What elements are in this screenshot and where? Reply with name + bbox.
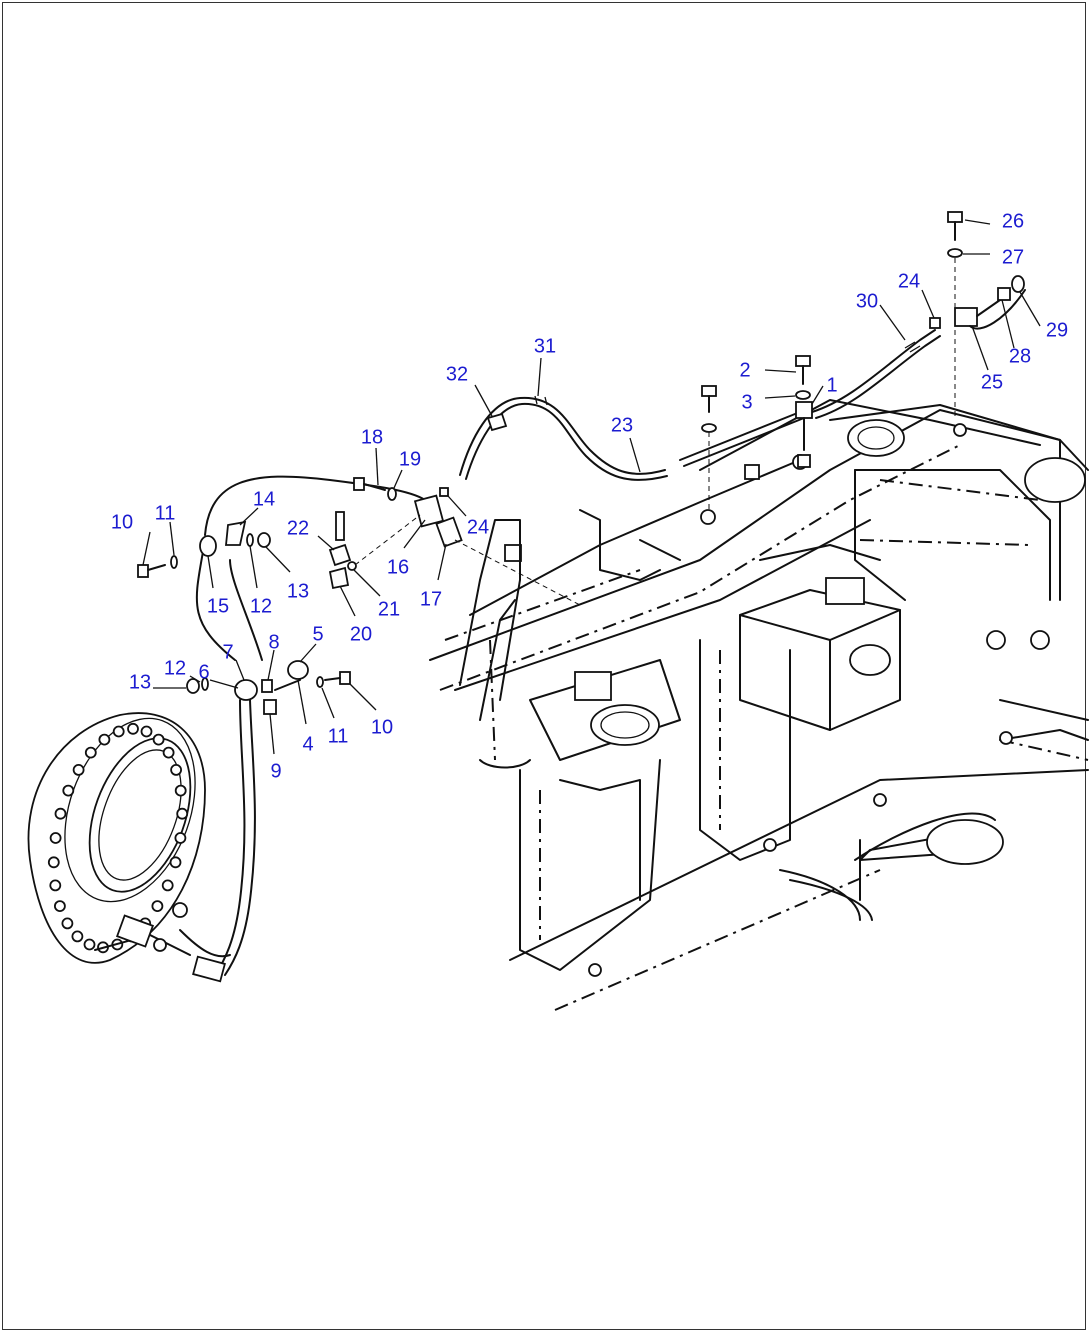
callout-9: 9 (270, 760, 281, 782)
disc-bolt (151, 900, 164, 912)
callout-32: 32 (446, 363, 468, 385)
callout-8: 8 (268, 631, 279, 653)
disc-bolt (83, 938, 96, 951)
callout-23: 23 (611, 414, 633, 436)
callout-24: 24 (898, 270, 920, 292)
callout-1: 1 (826, 374, 837, 396)
disc-bolt (72, 764, 85, 776)
disc-bolt (140, 725, 153, 738)
callout-5: 5 (312, 623, 323, 645)
brake-disc-assembly (27, 712, 226, 983)
hose-routing (179, 329, 941, 976)
callout-2: 2 (739, 359, 750, 381)
callout-20: 20 (350, 623, 372, 645)
disc-bolt (161, 879, 174, 892)
disc-bolt (176, 807, 189, 820)
disc-bolt (152, 733, 165, 746)
callout-10: 10 (371, 716, 393, 738)
callout-14: 14 (253, 488, 275, 510)
callout-26: 26 (1002, 210, 1024, 232)
disc-bolt (84, 746, 97, 759)
callout-11: 11 (155, 502, 176, 524)
callout-10: 10 (111, 511, 133, 533)
disc-bolt (49, 879, 62, 892)
callout-22: 22 (287, 517, 309, 539)
callout-31: 31 (534, 335, 556, 357)
disc-bolt (47, 856, 60, 869)
disc-bolt (54, 807, 67, 820)
disc-bolt (54, 900, 66, 912)
callout-19: 19 (399, 448, 421, 470)
callout-11: 11 (328, 725, 349, 747)
callout-4: 4 (302, 733, 313, 755)
disc-bolt-ring (47, 722, 189, 954)
callout-13: 13 (287, 580, 309, 602)
disc-bolt (170, 764, 183, 776)
callout-21: 21 (378, 598, 400, 620)
callout-18: 18 (361, 426, 383, 448)
callout-6: 6 (198, 661, 209, 683)
callout-28: 28 (1009, 345, 1031, 367)
callout-13: 13 (129, 671, 151, 693)
main-frame (429, 399, 1089, 1011)
disc-bolt (98, 733, 111, 746)
callout-12: 12 (164, 657, 186, 679)
disc-bolt (127, 722, 139, 735)
leader-lines (142, 219, 1041, 755)
disc-bolt (174, 832, 187, 844)
callout-3: 3 (741, 391, 752, 413)
callout-15: 15 (207, 595, 229, 617)
disc-bolt (62, 784, 75, 797)
disc-bolt (49, 832, 62, 844)
callout-7: 7 (222, 641, 233, 663)
callout-12: 12 (250, 595, 272, 617)
disc-bolt (169, 856, 182, 869)
callout-30: 30 (856, 290, 878, 312)
callout-29: 29 (1046, 319, 1068, 341)
disc-bolt (71, 930, 84, 943)
callout-16: 16 (387, 556, 409, 578)
disc-bolt (112, 725, 125, 738)
disc-bolt (61, 917, 74, 930)
callout-27: 27 (1002, 246, 1024, 268)
disc-bolt (174, 784, 187, 797)
disc-bolt (162, 746, 175, 759)
callout-17: 17 (420, 588, 442, 610)
callout-24: 24 (467, 516, 489, 538)
callout-25: 25 (981, 371, 1003, 393)
